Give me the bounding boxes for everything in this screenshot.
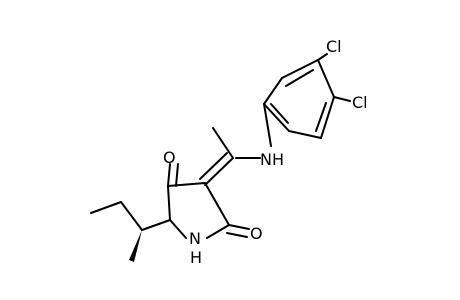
side-chain-bond bbox=[90, 201, 122, 214]
ring-bond bbox=[167, 185, 171, 221]
dichlorophenyl-ring bbox=[263, 59, 335, 139]
ring-double-bond bbox=[315, 102, 327, 132]
pyrrolidine-ring bbox=[167, 182, 230, 239]
ring-bond bbox=[204, 182, 230, 226]
ring-nitrogen-label: N bbox=[189, 229, 201, 248]
ring-double-bond bbox=[270, 103, 289, 124]
chlorine-label-top: Cl bbox=[326, 37, 342, 56]
aryl-n-bond bbox=[263, 103, 272, 147]
amine-nh-label: NH bbox=[260, 150, 284, 169]
ketone-oxygen-label: O bbox=[163, 148, 176, 167]
ring-bond bbox=[317, 59, 335, 98]
ring-bond bbox=[288, 130, 322, 139]
ring-double-bond bbox=[285, 69, 314, 87]
c-cl-bond bbox=[317, 53, 328, 61]
amide-double-bond bbox=[226, 232, 248, 238]
ring-bond bbox=[263, 103, 290, 132]
side-chain-bond bbox=[120, 201, 143, 231]
ring-bond bbox=[169, 219, 187, 239]
ring-bond bbox=[320, 96, 335, 139]
ring-bond bbox=[206, 224, 230, 239]
ring-bond bbox=[167, 182, 206, 187]
exocyclic-double-bond bbox=[204, 157, 234, 186]
amide-oxygen-label: O bbox=[250, 224, 263, 243]
ketone-double-bond bbox=[175, 163, 179, 187]
methyl-bond bbox=[212, 127, 234, 159]
side-chain-bond bbox=[141, 219, 171, 231]
ketone-double-bond bbox=[167, 163, 171, 187]
exocyclic-double-bond bbox=[199, 152, 228, 180]
ring-hydrogen-label: H bbox=[190, 248, 202, 267]
ring-bond bbox=[281, 59, 319, 79]
chlorine-label-right: Cl bbox=[352, 93, 368, 112]
ring-bond bbox=[263, 77, 283, 105]
c-cl-bond bbox=[333, 96, 351, 102]
wedge-bond bbox=[129, 230, 142, 262]
amide-double-bond bbox=[228, 224, 250, 230]
